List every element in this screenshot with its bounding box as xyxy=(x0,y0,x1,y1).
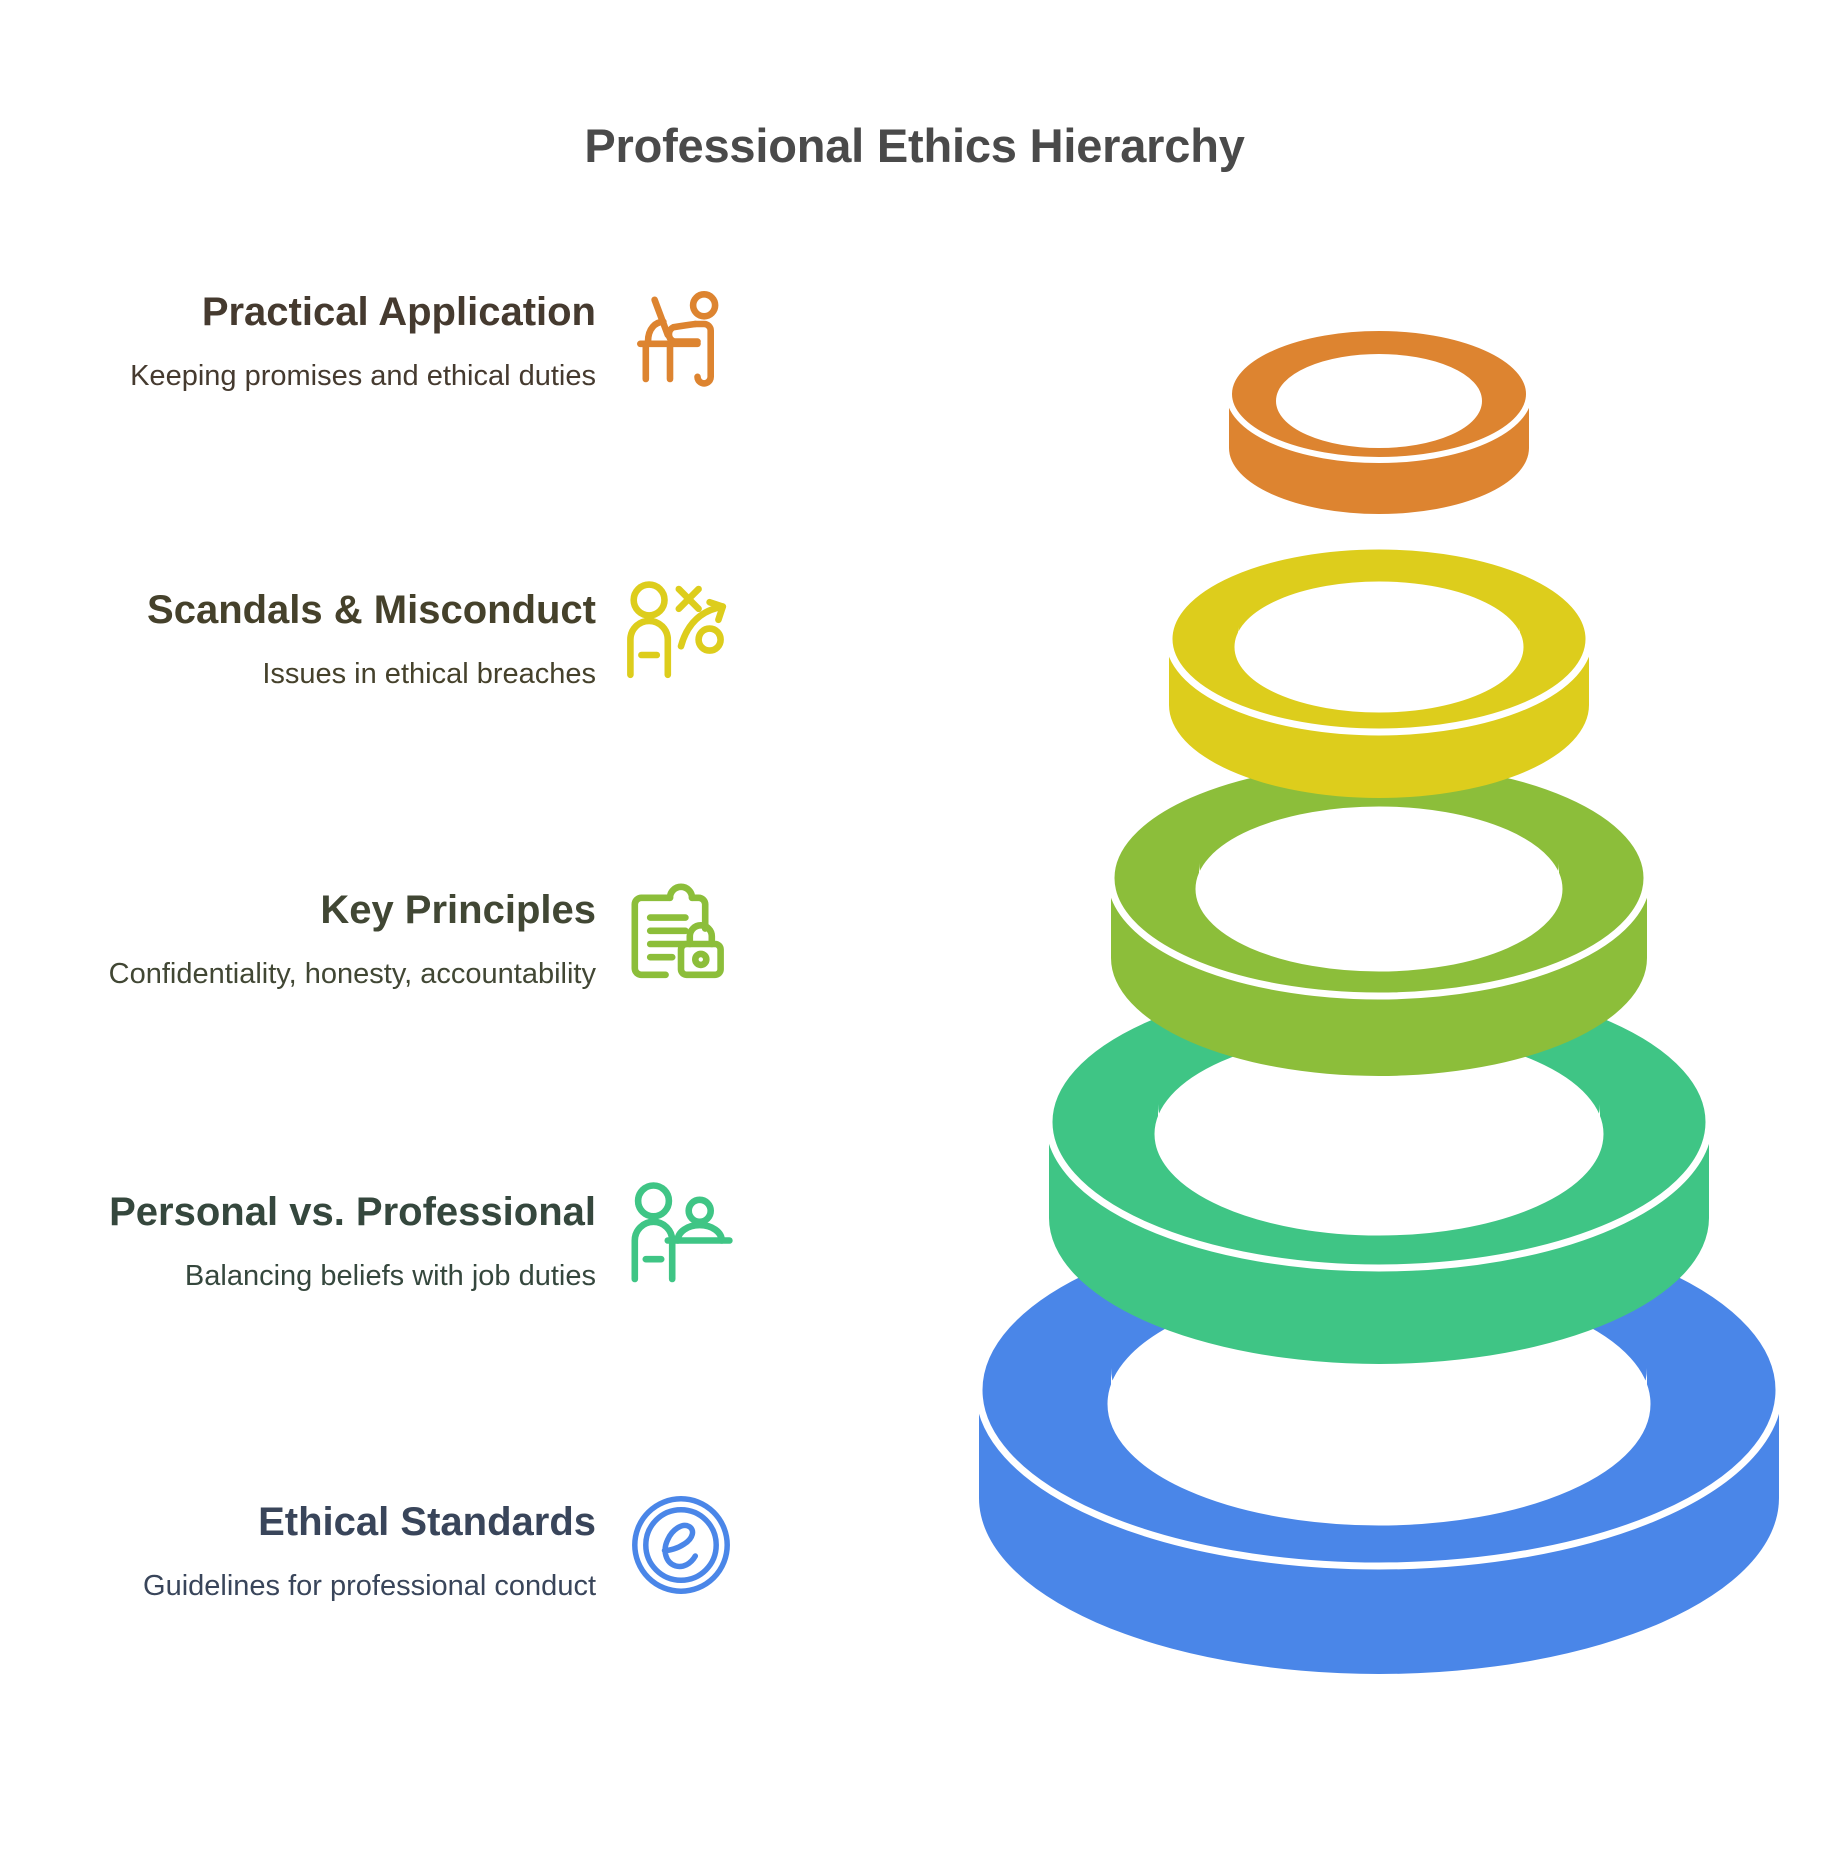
ring-practical-application[interactable] xyxy=(1226,325,1532,514)
level-heading: Practical Application xyxy=(201,290,596,334)
ring-scandals-misconduct[interactable] xyxy=(1165,542,1593,798)
level-text-group: Key Principles Confidentiality, honesty,… xyxy=(0,888,622,992)
level-heading: Key Principles xyxy=(320,888,596,932)
rings-svg xyxy=(975,325,1783,1674)
level-row-ethical-standards[interactable]: Ethical Standards Guidelines for profess… xyxy=(0,1496,740,1604)
level-text-group: Practical Application Keeping promises a… xyxy=(0,290,622,394)
two-people-icon xyxy=(622,1176,740,1294)
level-description: Keeping promises and ethical duties xyxy=(130,359,596,392)
clipboard-lock-icon xyxy=(622,874,740,992)
level-row-scandals-misconduct[interactable]: Scandals & Misconduct Issues in ethical … xyxy=(0,581,740,692)
person-strategy-icon xyxy=(622,574,740,692)
level-row-personal-vs-professional[interactable]: Personal vs. Professional Balancing beli… xyxy=(0,1182,740,1294)
page-title: Professional Ethics Hierarchy xyxy=(584,119,1245,172)
level-description: Balancing beliefs with job duties xyxy=(184,1259,596,1292)
person-at-desk-icon xyxy=(622,276,740,394)
level-heading: Personal vs. Professional xyxy=(109,1190,596,1234)
level-heading: Ethical Standards xyxy=(258,1500,596,1544)
ring-key-principles[interactable] xyxy=(1107,756,1651,1076)
level-text-group: Ethical Standards Guidelines for profess… xyxy=(0,1500,622,1604)
level-description: Confidentiality, honesty, accountability xyxy=(108,957,596,990)
ring-stack-diagram xyxy=(930,0,1829,1865)
e-badge-icon xyxy=(622,1486,740,1604)
level-description: Issues in ethical breaches xyxy=(262,657,596,690)
level-heading: Scandals & Misconduct xyxy=(147,588,596,632)
level-text-group: Scandals & Misconduct Issues in ethical … xyxy=(0,588,622,692)
level-row-practical-application[interactable]: Practical Application Keeping promises a… xyxy=(0,290,740,394)
level-description: Guidelines for professional conduct xyxy=(143,1569,596,1602)
level-text-group: Personal vs. Professional Balancing beli… xyxy=(0,1190,622,1294)
level-row-key-principles[interactable]: Key Principles Confidentiality, honesty,… xyxy=(0,883,740,992)
level-label-column: Practical Application Keeping promises a… xyxy=(0,290,740,1604)
